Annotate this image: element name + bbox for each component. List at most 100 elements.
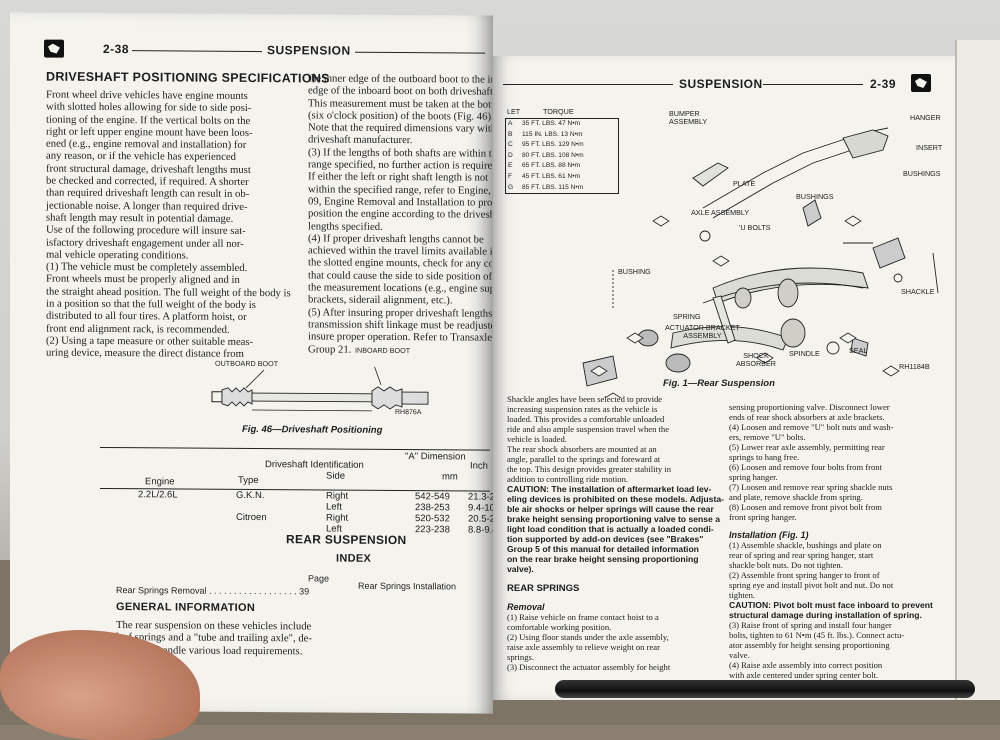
table-cell-engine: 2.2L/2.6L [138, 489, 178, 501]
torque-letter: B [508, 130, 513, 138]
torque-row: G 85 FT. LBS. 115 N•m [506, 183, 618, 194]
caution-line: ble air shocks or helper springs will ca… [507, 504, 714, 514]
text-line: raise axle assembly to relieve weight on… [507, 642, 660, 652]
right-column-text: the inner edge of the outboard boot to t… [308, 72, 492, 356]
plate-label: PLATE [733, 179, 756, 188]
text-line: the top. This design provides greater st… [507, 464, 672, 474]
text-line: (1) Assemble shackle, bushings and plate… [729, 540, 882, 550]
text-line: ator assembly for height sensing proport… [729, 640, 890, 650]
shackle-label: SHACKLE [901, 287, 935, 296]
rear-suspension-heading: REAR SUSPENSION [286, 532, 407, 548]
text-line: (2) Using floor stands under the axle as… [507, 632, 669, 642]
dim-header: "A" Dimension [405, 451, 466, 463]
torque-row: B 115 IN. LBS. 13 N•m [506, 130, 618, 141]
text-line: increasing suspension rates as the vehic… [507, 404, 658, 414]
u-bolts-label: 'U BOLTS [739, 223, 771, 232]
table-cell-side: Right [326, 512, 349, 524]
driveshaft-heading: DRIVESHAFT POSITIONING SPECIFICATIONS [46, 69, 330, 86]
text-line: (7) Loosen and remove rear spring shackl… [729, 482, 893, 492]
text-line: The rear shock absorbers are mounted at … [507, 444, 657, 454]
manufacturer-logo-icon [911, 74, 931, 92]
text-line: (3) Disconnect the actuator assembly for… [507, 662, 671, 672]
header-rule [503, 84, 673, 85]
driveshaft-illustration [211, 365, 429, 412]
torque-let-header: LET [507, 107, 521, 116]
left-column-text: Front wheel drive vehicles have engine m… [46, 89, 314, 361]
text-line: driveshaft manufacturer. [308, 133, 413, 147]
text-line: the slotted engine mounts, check for any… [308, 256, 492, 271]
torque-value: 85 FT. LBS. 115 N•m [522, 183, 584, 191]
table-cell-type: Citroen [236, 511, 267, 524]
header-rule [132, 50, 262, 53]
caution-line: eling devices is prohibited on these mod… [507, 494, 724, 504]
text-line: and plate, remove shackle from spring. [729, 492, 863, 502]
fig46-code: RH876A [395, 409, 422, 417]
text-line: (5) Lower rear axle assembly, permitting… [729, 442, 885, 452]
torque-value: 65 FT. LBS. 88 N•m [522, 162, 581, 170]
header-rule [355, 51, 485, 54]
caution-line: valve). [507, 564, 534, 574]
general-info-heading: GENERAL INFORMATION [116, 601, 256, 615]
text-line: (2) Assemble front spring hanger to fron… [729, 570, 880, 580]
text-line: bolts, tighten to 61 N•m (45 ft. lbs.). … [729, 630, 905, 640]
torque-letter: G [508, 183, 514, 191]
torque-letter: A [508, 120, 513, 127]
rear-springs-heading: REAR SPRINGS [507, 583, 580, 594]
text-line: (1) Raise vehicle on frame contact hoist… [507, 612, 659, 622]
left-section-title: SUSPENSION [267, 43, 351, 58]
caution-line: CAUTION: Pivot bolt must face inboard to… [729, 600, 933, 610]
left-page: 2-38 SUSPENSION DRIVESHAFT POSITIONING S… [10, 12, 508, 714]
torque-value: 115 IN. LBS. 13 N•m [522, 130, 583, 138]
torque-value: 45 FT. LBS. 61 N•m [522, 172, 581, 180]
removal-heading: Removal [507, 602, 545, 612]
caution-line: light load condition that is actually a … [507, 524, 714, 534]
caution-line: brake height sensing proportioning valve… [507, 514, 720, 524]
index-heading: INDEX [336, 552, 372, 565]
table-cell-mm: 238-253 [415, 502, 450, 514]
engine-header: Engine [145, 476, 175, 488]
seal-label: SEAL [849, 346, 868, 355]
text-line: (6) Loosen and remove four bolts from fr… [729, 462, 882, 472]
text-line: (4) Loosen and remove "U" bolt nuts and … [729, 422, 894, 432]
text-line: tighten. [729, 590, 756, 600]
caution-line: tion supported by add-on devices (see "B… [507, 534, 704, 544]
hanger-label: HANGER [910, 113, 941, 122]
right-page-number: 2-39 [870, 77, 897, 91]
right-page-left-column: Shackle angles have been selected to pro… [507, 394, 727, 672]
text-line: spring hanger. [729, 472, 778, 482]
index-page-header: Page [308, 573, 330, 584]
text-line: insure proper operation. Refer to Transa… [308, 330, 492, 344]
text-line: brackets, siderail alignment, etc.). [308, 293, 453, 307]
table-top-rule [100, 446, 490, 451]
type-header: Type [238, 474, 259, 487]
text-line: This measurement must be taken at the bo… [308, 96, 492, 111]
side-header: Side [326, 470, 346, 482]
mm-header: mm [442, 471, 458, 483]
text-line: loaded. This provides a comfortable unlo… [507, 414, 665, 424]
axle-assembly-label: AXLE ASSEMBLY [691, 208, 750, 217]
text-line: (4) Raise axle assembly into correct pos… [729, 660, 883, 670]
table-cell-mm: 223-238 [415, 524, 450, 536]
text-line: If either the left or right shaft length… [308, 170, 489, 185]
text-line: (3) Raise front of spring and install fo… [729, 620, 892, 630]
torque-value: 95 FT. LBS. 129 N•m [522, 141, 584, 149]
fig1-caption: Fig. 1—Rear Suspension [663, 378, 775, 389]
inch-header: Inch [470, 460, 488, 472]
text-line: ers, remove "U" bolts. [729, 432, 806, 442]
index-item-page: 39 [299, 586, 310, 597]
installation-heading: Installation (Fig. 1) [729, 530, 809, 540]
torque-value: 80 FT. LBS. 108 N•m [522, 151, 584, 159]
text-line: Shackle angles have been selected to pro… [507, 394, 663, 404]
rear-suspension-illustration [582, 127, 939, 398]
index-item-installation: Rear Springs Installation [358, 580, 457, 592]
table-cell-side: Right [326, 490, 349, 502]
text-line: springs. [507, 652, 534, 662]
bushing-label: BUSHING [618, 267, 651, 276]
spindle-label: SPINDLE [789, 349, 820, 358]
